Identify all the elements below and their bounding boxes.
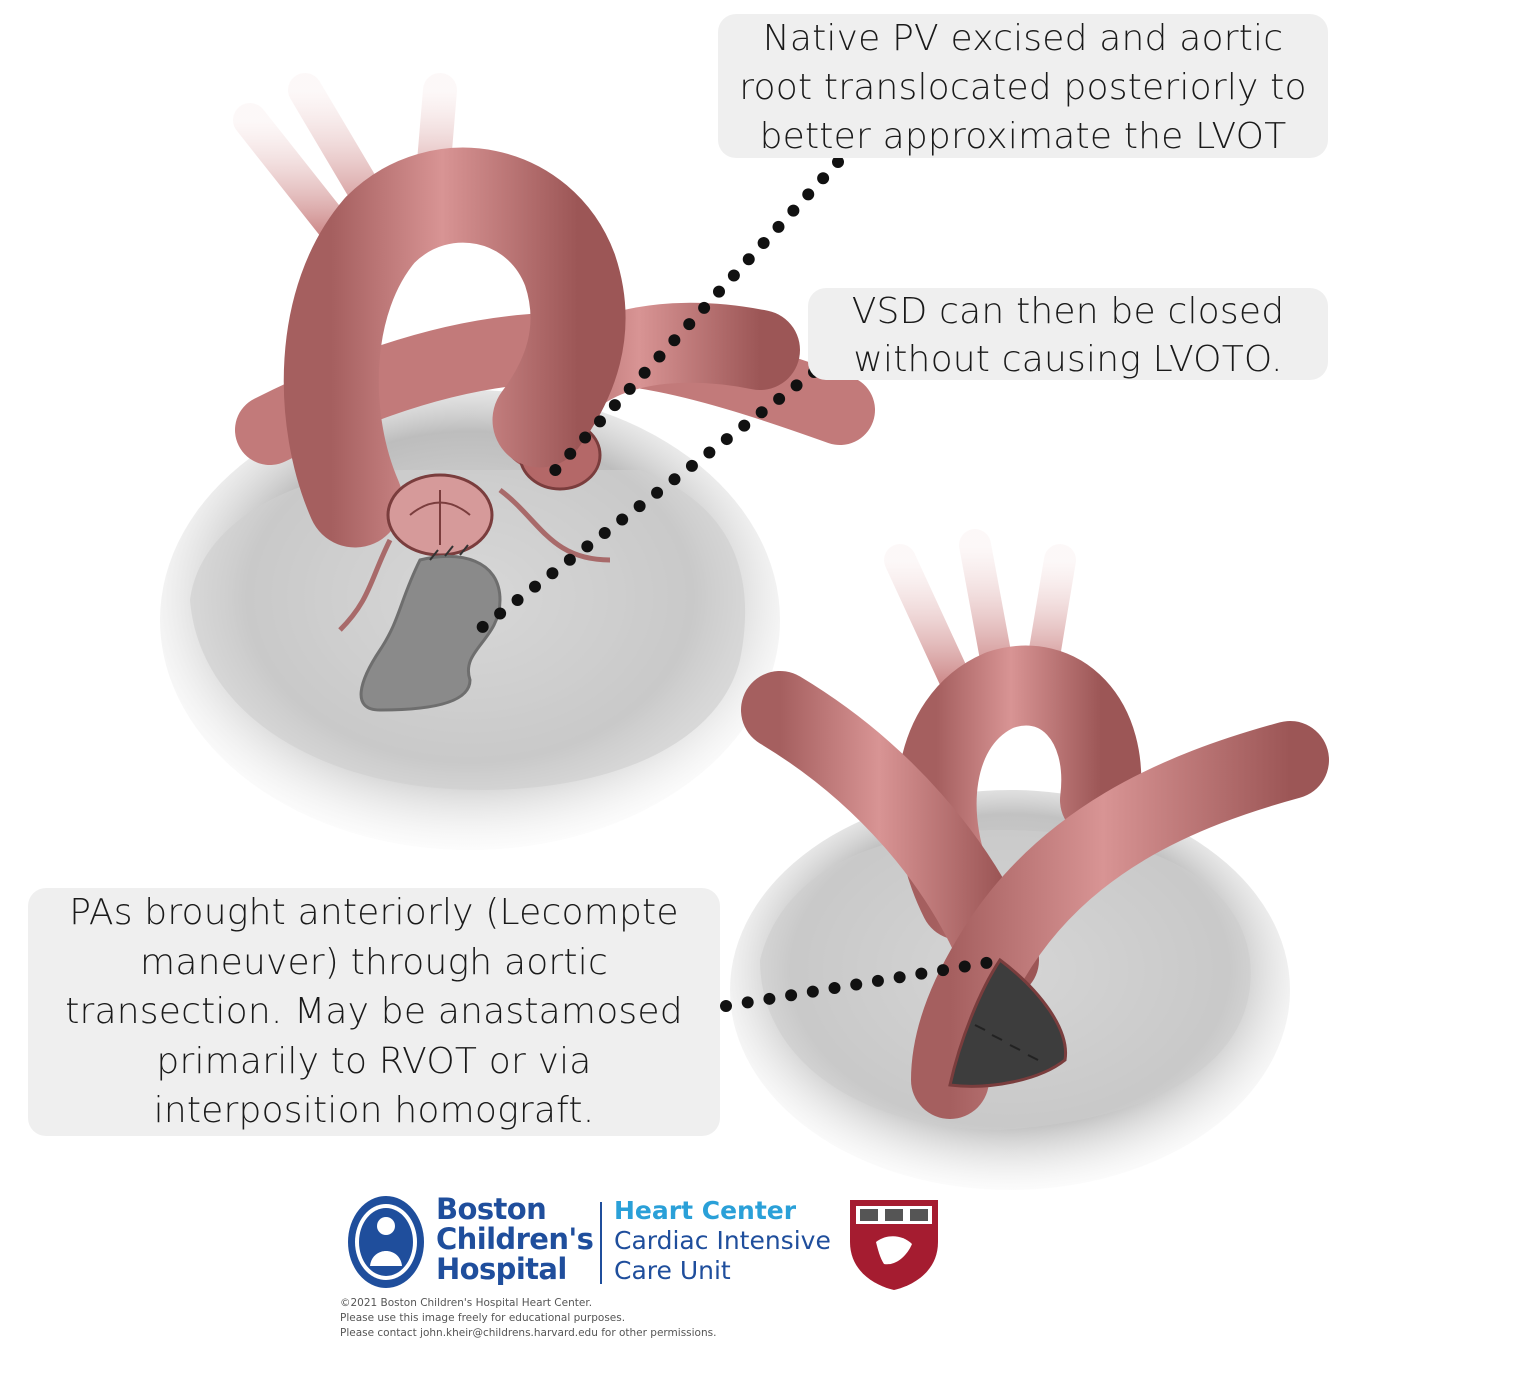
callout-aortic-root-line1: Native PV excised and aortic: [762, 18, 1284, 59]
copyright-notice: ©2021 Boston Children's Hospital Heart C…: [340, 1296, 716, 1341]
vsd-patch: [359, 554, 502, 712]
heart-illustration-lower: [730, 529, 1329, 1190]
department-line3: Care Unit: [614, 1256, 731, 1285]
leader-bottom: [720, 954, 1010, 1012]
copyright-line1: ©2021 Boston Children's Hospital Heart C…: [340, 1297, 593, 1309]
aortic-valve-leaflets: [409, 490, 471, 545]
callout-aortic-root: Native PV excised and aortic root transl…: [718, 14, 1328, 158]
rvot-opening: [948, 957, 1068, 1088]
callout-lecompte: PAs brought anteriorly (Lecompte maneuve…: [28, 888, 720, 1136]
callout-lecompte-line5: interposition homograft.: [153, 1090, 595, 1131]
callout-aortic-root-line3: better approximate the LVOT: [759, 116, 1287, 157]
heart-illustration-upper: [160, 73, 875, 850]
harvard-shield-icon: [850, 1200, 938, 1290]
callout-vsd: VSD can then be closed without causing L…: [808, 288, 1328, 380]
callout-lecompte-line3: transection. May be anastamosed: [65, 991, 683, 1032]
logo-block: Boston Children's Hospital Heart Center …: [336, 1186, 956, 1296]
department-name: Heart Center Cardiac Intensive Care Unit: [614, 1196, 831, 1286]
leader-lines: [470, 156, 1010, 1012]
callout-vsd-line2: without causing LVOTO.: [853, 339, 1283, 380]
bch-seal-icon: [348, 1196, 424, 1288]
department-line2: Cardiac Intensive: [614, 1226, 831, 1255]
copyright-line3: Please contact john.kheir@childrens.harv…: [340, 1327, 717, 1339]
callout-lecompte-line1: PAs brought anteriorly (Lecompte: [69, 892, 679, 933]
logo-divider: [600, 1202, 602, 1284]
hospital-name: Boston Children's Hospital: [436, 1192, 594, 1286]
aortic-arch-upper: [283, 147, 626, 548]
leader-middle: [470, 366, 820, 638]
patch-sutures: [429, 544, 469, 561]
rvot-sutures: [974, 1024, 1039, 1061]
hospital-name-line1: Boston: [436, 1192, 547, 1226]
copyright-line2: Please use this image freely for educati…: [340, 1312, 626, 1324]
leader-top: [542, 156, 844, 484]
coronary-right: [498, 488, 611, 563]
head-vessel-lower-1: [884, 544, 976, 706]
department-line1: Heart Center: [614, 1196, 797, 1225]
callout-lecompte-line2: maneuver) through aortic: [140, 941, 608, 983]
callout-vsd-line1: VSD can then be closed: [851, 291, 1285, 332]
pa-branch-right: [911, 721, 1329, 1119]
hospital-name-line2: Children's: [436, 1222, 594, 1256]
coronary-left: [338, 538, 393, 632]
callout-aortic-root-line2: root translocated posteriorly to: [739, 67, 1307, 108]
hospital-name-line3: Hospital: [436, 1252, 567, 1286]
callout-lecompte-line4: primarily to RVOT or via: [156, 1040, 592, 1082]
